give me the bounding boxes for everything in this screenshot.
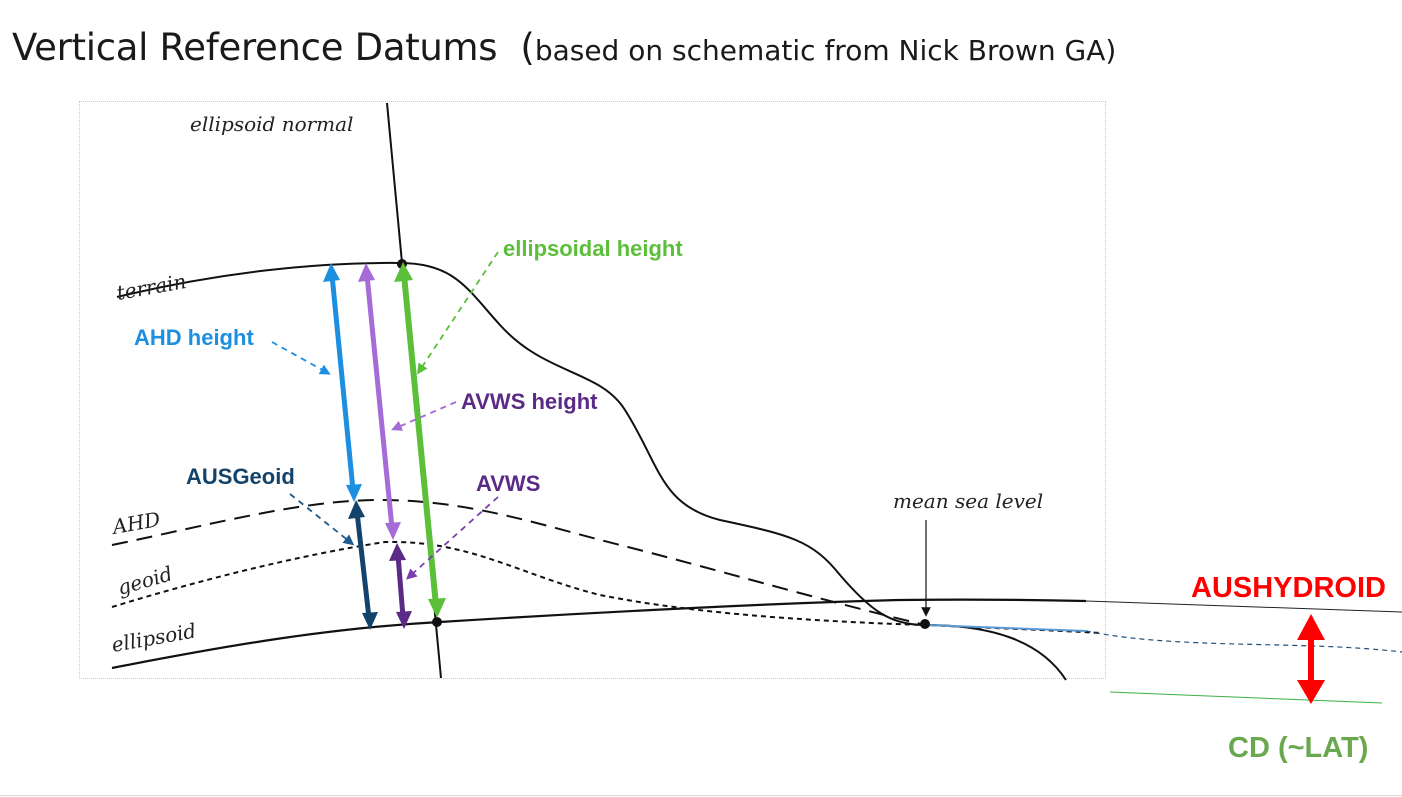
- avws-height-leader: [391, 401, 457, 431]
- diagram-frame: [79, 101, 1106, 679]
- page-title: Vertical Reference Datums (based on sche…: [12, 26, 1116, 69]
- title-paren-open: (: [520, 26, 535, 69]
- terrain-curve: [116, 261, 1067, 681]
- ellipsoidal-height-arrow: [394, 262, 446, 618]
- mean-sea-level-line: [924, 624, 1087, 632]
- ellipsoidal-height-label: ellipsoidal height: [503, 236, 683, 261]
- ahd-height-leader: [271, 341, 331, 375]
- avws-height-arrow: [358, 263, 401, 540]
- aushydroid-arrow: [1297, 614, 1325, 704]
- ausgeoid-leader: [289, 493, 355, 546]
- aushydroid-label: AUSHYDROID: [1191, 572, 1386, 604]
- ellipsoid-normal-label: ellipsoid normal: [190, 112, 353, 136]
- ahd-label: AHD: [109, 507, 162, 539]
- title-main: Vertical Reference Datums: [12, 26, 498, 69]
- avws-height-label: AVWS height: [461, 389, 598, 414]
- ausgeoid-label: AUSGeoid: [186, 464, 295, 489]
- ellipsoid-curve: [111, 598, 1087, 670]
- ahd-height-arrow: [323, 263, 362, 502]
- avws-arrow: [389, 543, 412, 629]
- ellipsoid-label: ellipsoid: [110, 618, 198, 656]
- geoid-curve: [111, 540, 1101, 634]
- mean-sea-level-point: [920, 619, 930, 629]
- ausgeoid-arrow: [348, 500, 378, 630]
- avws-leader: [405, 496, 499, 580]
- title-subtitle: based on schematic from Nick Brown GA: [534, 34, 1106, 67]
- terrain-label: terrain: [115, 269, 188, 305]
- ellipsoidal-height-leader: [417, 251, 499, 375]
- bottom-rule: [0, 795, 1402, 796]
- chart-datum-line: [1109, 691, 1383, 704]
- ahd-height-label: AHD height: [134, 325, 254, 350]
- mean-sea-level-extension: [1085, 630, 1402, 653]
- ahd-curve: [111, 498, 926, 626]
- mean-sea-level-label: mean sea level: [893, 489, 1043, 513]
- title-paren-close: ): [1105, 34, 1117, 67]
- cd-lat-label: CD (~LAT): [1228, 732, 1368, 764]
- avws-label: AVWS: [476, 471, 540, 496]
- ellipsoid-point: [432, 617, 442, 627]
- geoid-label: geoid: [115, 561, 175, 599]
- ellipsoid-extension-line: [1085, 600, 1402, 613]
